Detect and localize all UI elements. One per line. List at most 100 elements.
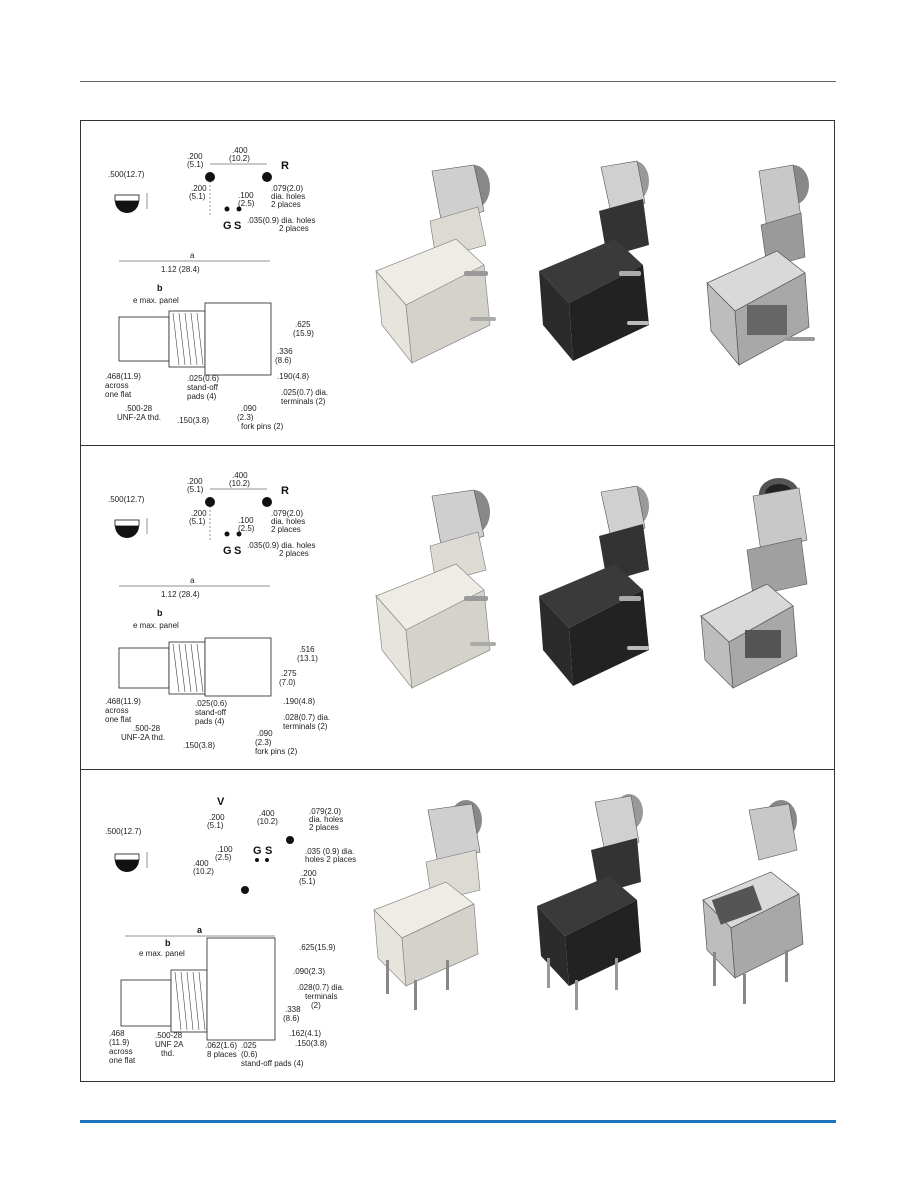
dimension-label: .090(2.3) xyxy=(293,967,325,976)
dimension-label: across xyxy=(105,706,129,715)
dimension-label: .500(12.7) xyxy=(105,827,142,836)
dimension-label: .190(4.8) xyxy=(277,372,309,381)
dimension-label: dia. holes xyxy=(271,192,305,201)
header-rule xyxy=(80,81,836,82)
dimension-label: dia. holes xyxy=(271,517,305,526)
dimension-label: .400 xyxy=(259,809,275,818)
dimension-label: .028(0.7) dia. xyxy=(283,713,330,722)
connector-photo-black xyxy=(537,794,643,1010)
dimension-label: .200 xyxy=(191,184,207,193)
dimension-label: .500(12.7) xyxy=(108,170,145,179)
dimension-label: .090 xyxy=(241,404,257,413)
dimension-label: .035(0.9) dia. holes xyxy=(247,216,316,225)
product-row-3: .500(12.7) V .200 (5.1) .400 (10.2) .079… xyxy=(81,769,834,1082)
dimension-label: .200 xyxy=(187,477,203,486)
dimension-label: e max. panel xyxy=(133,296,179,305)
dimension-label: G xyxy=(223,220,232,232)
dimension-label: 8 places xyxy=(207,1050,237,1059)
dimension-label: .200 xyxy=(209,813,225,822)
dimension-label: e max. panel xyxy=(133,621,179,630)
dimension-label: (8.6) xyxy=(275,356,292,365)
dimension-label: fork pins (2) xyxy=(241,422,284,431)
dimension-label: .062(1.6) xyxy=(205,1041,237,1050)
dimension-label: (5.1) xyxy=(187,485,204,494)
dimension-label: (5.1) xyxy=(187,160,204,169)
dimension-label: stand-off xyxy=(195,708,227,717)
dimension-label: G xyxy=(223,545,232,557)
dimension-label: S xyxy=(234,545,241,557)
dimension-label: 2 places xyxy=(309,823,339,832)
footer-rule xyxy=(80,1120,836,1123)
dimension-label: S xyxy=(234,220,241,232)
dimension-label: .516 xyxy=(299,645,315,654)
connector-photo-black xyxy=(539,160,649,361)
dimension-label: b xyxy=(165,938,171,948)
dimension-label: 2 places xyxy=(271,200,301,209)
dimension-label: .500(12.7) xyxy=(108,495,145,504)
dimension-label: UNF 2A xyxy=(155,1040,184,1049)
dimension-label: one flat xyxy=(109,1056,136,1065)
profile-diagram: .500(12.7) xyxy=(108,495,148,538)
dimension-label: (10.2) xyxy=(229,154,250,163)
dimension-label: (10.2) xyxy=(257,817,278,826)
dimension-label: S xyxy=(265,845,272,857)
dimension-label: across xyxy=(105,381,129,390)
dimension-label: .275 xyxy=(281,669,297,678)
dimension-label: (10.2) xyxy=(193,867,214,876)
dimension-label: (10.2) xyxy=(229,479,250,488)
dimension-label: .025(0.6) xyxy=(187,374,219,383)
dimension-label: (2.3) xyxy=(237,413,254,422)
product-row-1: .400 (10.2) .200 (5.1) R .200 (5.1) .100… xyxy=(81,121,834,445)
dimension-label: (15.9) xyxy=(293,329,314,338)
dimension-label: terminals (2) xyxy=(281,397,326,406)
dimension-label: one flat xyxy=(105,715,132,724)
profile-diagram: .500(12.7) xyxy=(105,827,148,872)
connector-photo-white xyxy=(375,164,496,365)
dimension-label: (2) xyxy=(311,1001,321,1010)
dimension-label: .100 xyxy=(217,845,233,854)
dimension-label: terminals (2) xyxy=(283,722,328,731)
side-view-diagram: a b e max. panel .625(15.9) .090(2.3) .0… xyxy=(109,925,344,1068)
connector-photo-white xyxy=(375,489,496,690)
dimension-label: .400 xyxy=(232,146,248,155)
dimension-label: 2 places xyxy=(279,549,309,558)
dimension-label: e max. panel xyxy=(139,949,185,958)
footprint-diagram: V .200 (5.1) .400 (10.2) .079(2.0) dia. … xyxy=(193,796,356,894)
dimension-label: .500-28 xyxy=(155,1031,183,1040)
dimension-label: .028(0.7) dia. xyxy=(297,983,344,992)
dimension-label: .625 xyxy=(295,320,311,329)
dimension-label: .200 xyxy=(187,152,203,161)
dimension-label: .336 xyxy=(277,347,293,356)
dimension-label: 1.12 (28.4) xyxy=(161,265,200,274)
dimension-label: .035(0.9) dia. holes xyxy=(247,541,316,550)
dimension-label: (5.1) xyxy=(207,821,224,830)
dimension-label: .190(4.8) xyxy=(283,697,315,706)
dimension-label: stand-off pads (4) xyxy=(241,1059,304,1068)
dimension-label: (2.3) xyxy=(255,738,272,747)
dimension-label: across xyxy=(109,1047,133,1056)
dimension-label: .079(2.0) xyxy=(271,509,303,518)
dimension-label: .150(3.8) xyxy=(177,416,209,425)
dimension-label: .468(11.9) xyxy=(105,372,141,381)
dimension-label: .025(0.7) dia. xyxy=(281,388,328,397)
dimension-label: UNF-2A thd. xyxy=(121,733,165,742)
dimension-label: .100 xyxy=(238,191,254,200)
dimension-label: (13.1) xyxy=(297,654,318,663)
connector-photo-metal xyxy=(702,800,804,1004)
dimension-label: 1.12 (28.4) xyxy=(161,590,200,599)
dimension-label: (7.0) xyxy=(279,678,296,687)
dimension-label: (5.1) xyxy=(299,877,316,886)
dimension-label: .500-28 xyxy=(133,724,161,733)
dimension-label: .100 xyxy=(238,516,254,525)
dimension-label: (2.5) xyxy=(238,524,255,533)
dimension-label: (11.9) xyxy=(109,1038,130,1047)
dimension-label: .150(3.8) xyxy=(295,1039,327,1048)
connector-photo-white xyxy=(373,800,482,1010)
connector-photo-black xyxy=(539,485,649,686)
dimension-label: R xyxy=(281,160,289,172)
dimension-label: 2 places xyxy=(271,525,301,534)
dimension-label: .035 (0.9) dia. xyxy=(305,847,354,856)
dimension-label: .079(2.0) xyxy=(309,807,341,816)
dimension-label: R xyxy=(281,485,289,497)
dimension-label: (2.5) xyxy=(238,199,255,208)
